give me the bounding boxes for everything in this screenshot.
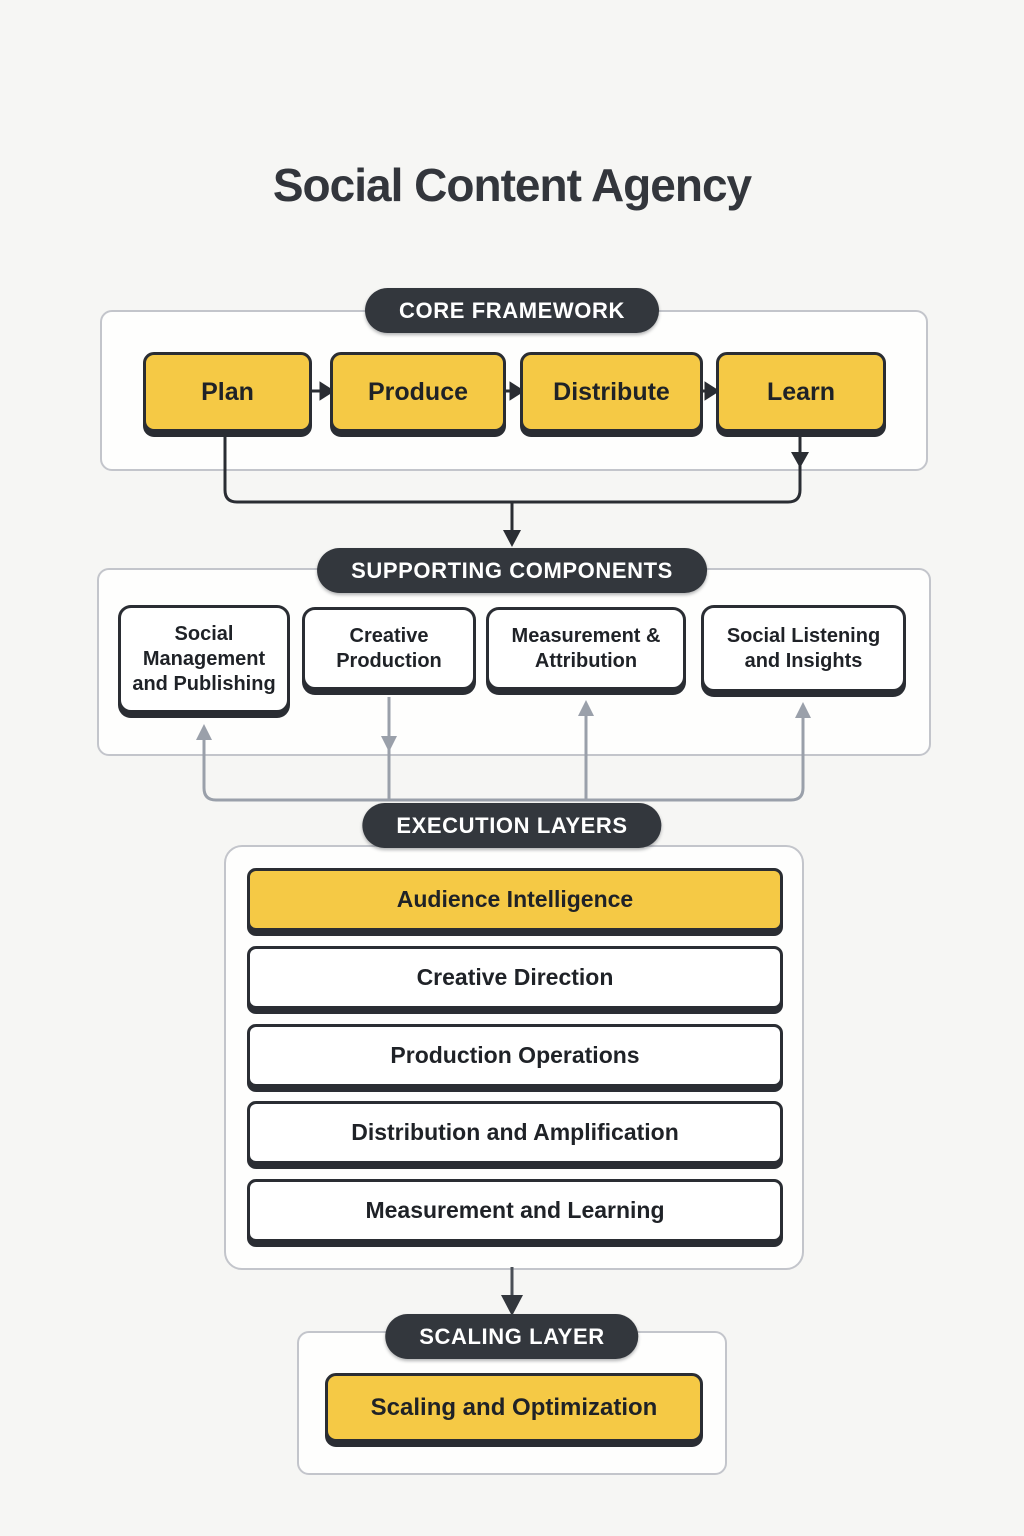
supporting-box-measurement-attribution: Measurement & Attribution xyxy=(486,607,686,690)
execution-layer-label: Creative Direction xyxy=(416,964,614,990)
execution-layer-label: Audience Intelligence xyxy=(396,886,634,912)
supporting-execution-bus xyxy=(202,697,805,802)
execution-layer-audience-intelligence: Audience Intelligence xyxy=(247,868,783,931)
core-feedback-arrowheads xyxy=(503,452,809,547)
core-step-distribute: Distribute xyxy=(520,352,703,432)
execution-layer-label: Measurement and Learning xyxy=(365,1197,665,1223)
supporting-box-label: Measurement & Attribution xyxy=(511,624,661,672)
page-title: Social Content Agency xyxy=(272,159,752,211)
supporting-components-badge: SUPPORTING COMPONENTS xyxy=(317,548,707,593)
execution-layer-production-operations: Production Operations xyxy=(247,1024,783,1087)
execution-layer-label: Distribution and Amplification xyxy=(351,1119,679,1145)
execution-layer-measurement-learning: Measurement and Learning xyxy=(247,1179,783,1242)
scaling-layer-badge: SCALING LAYER xyxy=(385,1314,639,1359)
core-step-label: Learn xyxy=(766,377,836,406)
supporting-execution-arrowheads xyxy=(196,700,811,752)
core-step-label: Plan xyxy=(201,377,254,406)
supporting-box-label: Social Management and Publishing xyxy=(132,622,276,695)
core-framework-badge: CORE FRAMEWORK xyxy=(365,288,659,333)
supporting-box-label: Social Listening and Insights xyxy=(726,624,881,672)
core-step-label: Distribute xyxy=(553,377,670,406)
execution-layers-badge: EXECUTION LAYERS xyxy=(362,803,662,848)
execution-layer-distribution-amplification: Distribution and Amplification xyxy=(247,1101,783,1164)
core-step-learn: Learn xyxy=(716,352,886,432)
supporting-box-creative-production: Creative Production xyxy=(302,607,476,690)
supporting-box-social-listening: Social Listening and Insights xyxy=(701,605,906,692)
execution-scaling-connector xyxy=(501,1267,523,1316)
supporting-box-label: Creative Production xyxy=(336,624,442,672)
scaling-optimization-box: Scaling and Optimization xyxy=(325,1373,703,1442)
scaling-box-label: Scaling and Optimization xyxy=(370,1393,658,1421)
core-feedback-connector xyxy=(223,432,802,532)
core-step-label: Produce xyxy=(367,377,469,406)
execution-layer-label: Production Operations xyxy=(390,1042,640,1068)
core-step-produce: Produce xyxy=(330,352,506,432)
core-step-arrows xyxy=(308,381,720,401)
execution-layer-creative-direction: Creative Direction xyxy=(247,946,783,1009)
core-step-plan: Plan xyxy=(143,352,312,432)
supporting-box-social-management: Social Management and Publishing xyxy=(118,605,290,713)
